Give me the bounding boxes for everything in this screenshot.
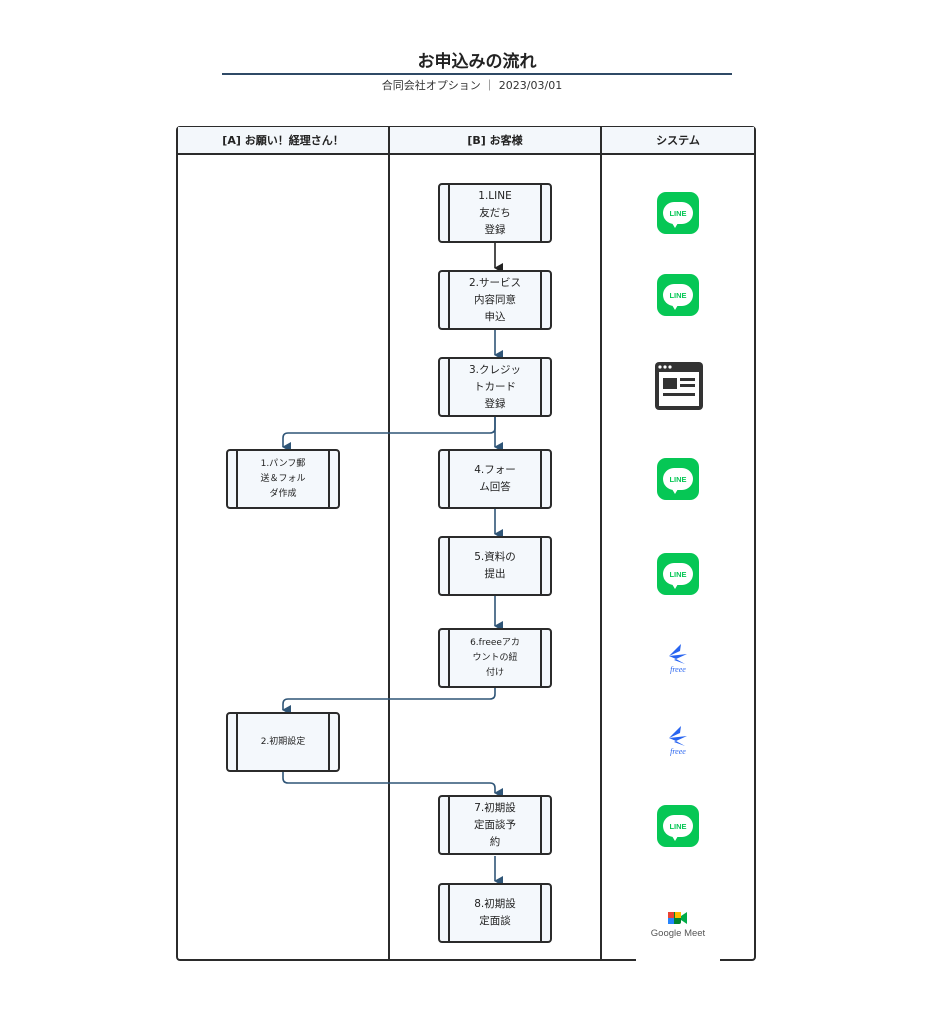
line-icon: LINE <box>657 192 699 234</box>
line-icon: LINE <box>657 805 699 847</box>
step-b7-setup-meeting-booking: 7.初期設 定面談予 約 <box>438 795 552 855</box>
browser-window-icon <box>654 361 704 415</box>
line-icon-label: LINE <box>663 563 693 589</box>
step-b6-freee-link: 6.freeeアカ ウントの紐 付け <box>438 628 552 688</box>
step-a1-pamphlet-folder: 1.パンフ郵 送＆フォル ダ作成 <box>226 449 340 509</box>
google-meet-label: Google Meet <box>650 927 706 939</box>
line-icon-label: LINE <box>663 815 693 841</box>
page-title: お申込みの流れ <box>417 52 537 72</box>
lane-divider <box>600 126 602 961</box>
lane-header-accountant: [A] お願い！経理さん！ <box>178 127 388 155</box>
step-b4-form-answer: 4.フォー ム回答 <box>438 449 552 509</box>
line-icon: LINE <box>657 274 699 316</box>
line-icon-label: LINE <box>663 468 693 494</box>
step-b3-credit-card: 3.クレジッ トカード 登録 <box>438 357 552 417</box>
connector-b3-a1 <box>282 417 496 452</box>
google-meet-icon: Google Meet <box>636 882 720 966</box>
step-b2-service-agreement: 2.サービス 内容同意 申込 <box>438 270 552 330</box>
lane-header-system: システム <box>602 127 754 155</box>
line-icon: LINE <box>657 458 699 500</box>
step-a2-initial-setup: 2.初期設定 <box>226 712 340 772</box>
connector-b6-a2 <box>282 688 496 715</box>
title-underline <box>222 73 732 75</box>
lane-divider <box>388 126 390 961</box>
line-icon-label: LINE <box>663 202 693 228</box>
page-subtitle: 合同会社オプション ｜ 2023/03/01 <box>381 79 563 92</box>
connector-a2-b7 <box>282 772 503 798</box>
freee-icon: freee <box>650 630 706 686</box>
step-b1-line-friend: 1.LINE 友だち 登録 <box>438 183 552 243</box>
step-b8-setup-meeting: 8.初期設 定面談 <box>438 883 552 943</box>
line-icon-label: LINE <box>663 284 693 310</box>
line-icon: LINE <box>657 553 699 595</box>
lane-header-customer: [B] お客様 <box>390 127 600 155</box>
freee-icon: freee <box>650 712 706 768</box>
step-b5-submit-documents: 5.資料の 提出 <box>438 536 552 596</box>
freee-icon-label: freee <box>670 664 686 674</box>
freee-icon-label: freee <box>670 746 686 756</box>
